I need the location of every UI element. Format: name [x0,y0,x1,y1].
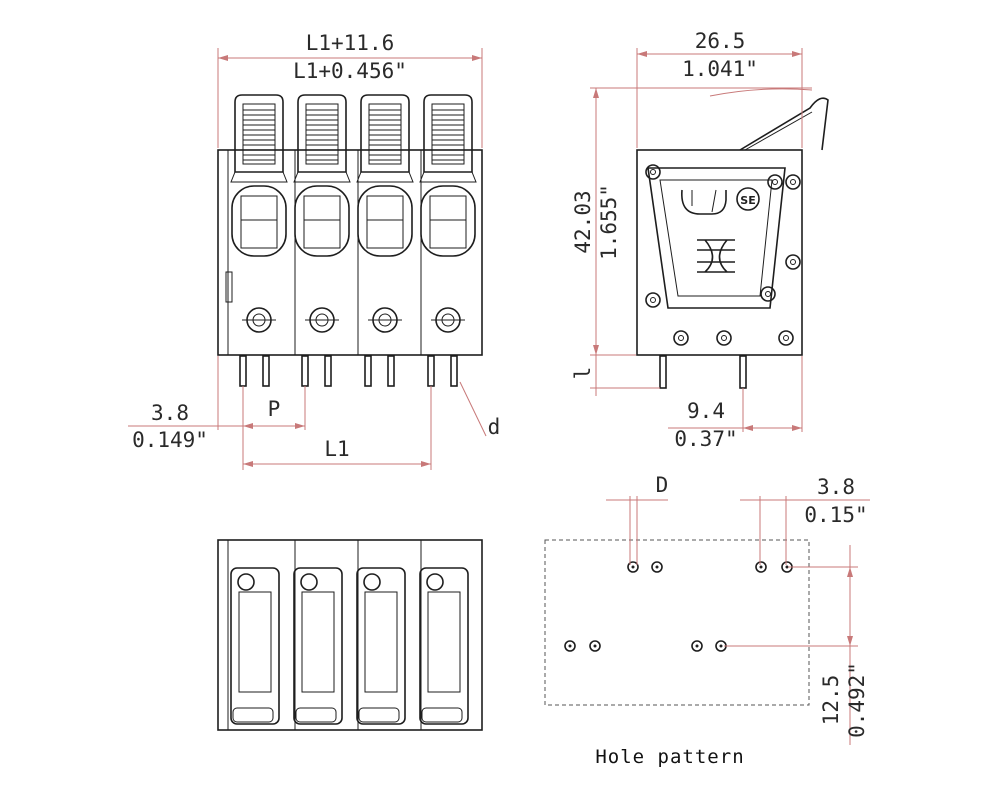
hole-label: D [656,473,669,497]
screw-icon [645,292,661,308]
lever [360,94,410,173]
length-label: L1 [324,437,349,461]
hole-spacing-mm: 3.8 [817,475,855,499]
pin-label: d [488,415,501,439]
screw-icon [778,330,794,346]
overall-width-in: L1+0.456" [293,59,407,83]
screw-icon [785,254,801,270]
bottom-slot-3 [356,567,406,725]
side-screws [645,164,801,346]
wire-entry [231,185,287,257]
pole-4 [419,94,477,333]
hole-icon [564,640,576,652]
pitch-label: P [268,397,281,421]
screw-icon [760,286,776,302]
side-width-mm: 26.5 [695,29,746,53]
bottom-view [217,539,483,731]
side-height-mm: 42.03 [571,190,595,253]
screw-icon [785,174,801,190]
csa-icon: SE [740,194,755,207]
lever [234,94,284,173]
hole-icon [627,561,639,573]
wire-entry [420,185,476,257]
pole-2 [293,94,351,333]
hole-icon [589,640,601,652]
row-spacing-mm: 12.5 [819,675,843,726]
side-width-in: 1.041" [682,57,758,81]
hole-icon [651,561,663,573]
side-height-in: 1.655" [597,184,621,260]
hole-pattern-title: Hole pattern [595,746,744,768]
bottom-housing [217,539,483,731]
bottom-slot-1 [230,567,280,725]
pin-length-label: l [571,367,595,380]
row-spacing-in: 0.492" [845,662,869,738]
contact-icon [426,573,444,591]
bottom-slots [230,567,469,725]
holes [564,561,793,652]
pole-1 [230,94,288,333]
pin-offset-in: 0.37" [674,427,737,451]
contact-icon [300,573,318,591]
terminal-poles [230,94,477,333]
pole-3 [356,94,414,333]
front-pins [239,355,458,387]
hole-pattern-outline [544,539,810,706]
front-view: L1+11.6 L1+0.456" 3.8 0.149" P L1 d [128,31,500,470]
screw-icon [673,330,689,346]
hole-pattern: D 3.8 0.15" 12.5 0.492" Hole pattern [544,473,870,768]
screw-icon [767,174,783,190]
screw-icon [645,164,661,180]
hole-icon [755,561,767,573]
screw-icon [716,330,732,346]
overall-width-mm: L1+11.6 [306,31,395,55]
wire-entry [294,185,350,257]
bottom-slot-4 [419,567,469,725]
side-housing [636,149,803,356]
front-housing [217,149,483,356]
left-offset-in: 0.149" [132,428,208,452]
lever [297,94,347,173]
lever [423,94,473,173]
left-offset-mm: 3.8 [151,401,189,425]
pin-offset-mm: 9.4 [687,399,725,423]
contact-icon [363,573,381,591]
wire-entry [357,185,413,257]
hole-spacing-in: 0.15" [804,503,867,527]
side-view: SE 26.5 1.041" 42.03 1.655" l 9.4 [571,29,829,451]
hole-icon [691,640,703,652]
bottom-slot-2 [293,567,343,725]
contact-icon [237,573,255,591]
